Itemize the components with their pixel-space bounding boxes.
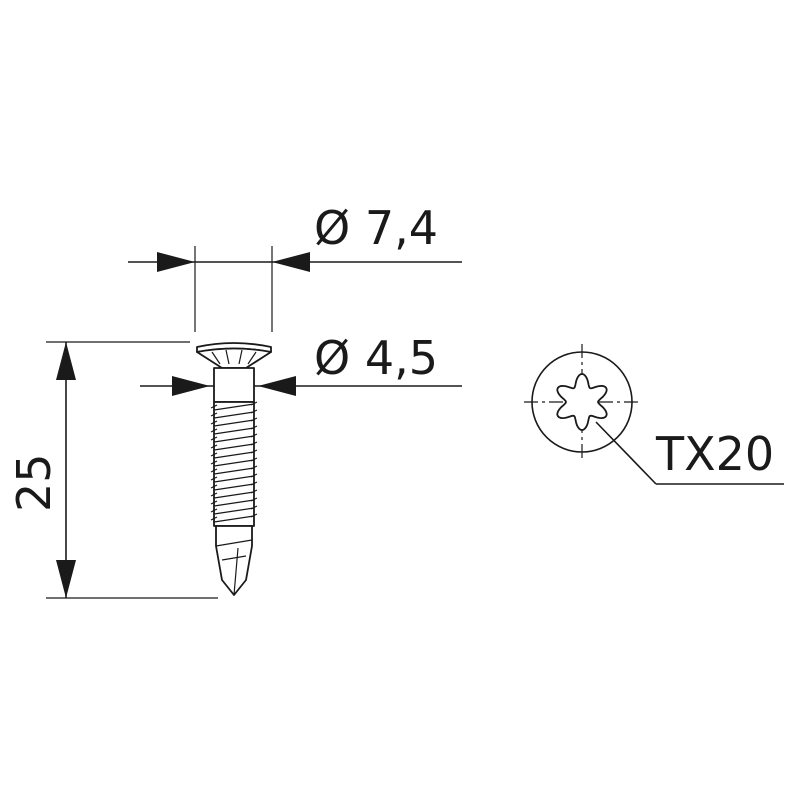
head-rib bbox=[247, 351, 257, 365]
thread-crest bbox=[210, 433, 258, 441]
thread-line bbox=[213, 475, 255, 483]
thread-line bbox=[213, 451, 255, 459]
head-diameter-dimension: Ø 7,4 bbox=[128, 201, 462, 332]
thread-line bbox=[213, 483, 255, 491]
arrow-right bbox=[272, 252, 310, 272]
drill-flute bbox=[221, 555, 247, 561]
screw-threads bbox=[210, 401, 258, 523]
leader-line bbox=[595, 421, 657, 485]
thread-line bbox=[213, 515, 255, 523]
thread-crest bbox=[210, 497, 258, 505]
thread-crest bbox=[210, 505, 258, 513]
screw bbox=[196, 342, 272, 596]
thread-crest bbox=[210, 409, 258, 417]
arrow-top bbox=[56, 342, 76, 380]
thread-line bbox=[213, 507, 255, 515]
shank-diameter-dimension: Ø 4,5 bbox=[140, 331, 462, 396]
drill-flute bbox=[215, 539, 253, 547]
thread-crest bbox=[210, 417, 258, 425]
thread-line bbox=[213, 443, 255, 451]
arrow-left bbox=[172, 376, 210, 396]
torx-drive-recess bbox=[556, 373, 608, 431]
thread-crest bbox=[210, 465, 258, 473]
thread-line bbox=[213, 427, 255, 435]
thread-crest bbox=[210, 425, 258, 433]
thread-line bbox=[213, 403, 255, 411]
thread-crest bbox=[210, 481, 258, 489]
thread-crest bbox=[210, 401, 258, 409]
drive-label: TX20 bbox=[655, 427, 774, 481]
screw-neck bbox=[213, 367, 255, 403]
thread-crest bbox=[210, 513, 258, 521]
head-rib bbox=[238, 349, 243, 365]
thread-line bbox=[213, 435, 255, 443]
arrow-left bbox=[157, 252, 195, 272]
thread-line bbox=[213, 411, 255, 419]
length-label: 25 bbox=[7, 453, 61, 512]
thread-crest bbox=[210, 473, 258, 481]
thread-crest bbox=[210, 457, 258, 465]
thread-crest bbox=[210, 441, 258, 449]
arrow-bottom bbox=[56, 560, 76, 598]
screw-head bbox=[196, 347, 272, 369]
thread-line bbox=[213, 459, 255, 467]
head-diameter-label: Ø 7,4 bbox=[314, 201, 438, 255]
head-rib bbox=[211, 351, 221, 365]
drive-head-view: TX20 bbox=[524, 344, 784, 485]
arrow-right bbox=[258, 376, 296, 396]
length-dimension: 25 bbox=[7, 341, 218, 599]
drill-flute bbox=[233, 547, 239, 596]
thread-crest bbox=[210, 489, 258, 497]
drill-point bbox=[215, 525, 253, 596]
head-rib bbox=[225, 349, 230, 365]
thread-line bbox=[213, 419, 255, 427]
thread-line bbox=[213, 491, 255, 499]
thread-crest bbox=[210, 449, 258, 457]
thread-line bbox=[213, 467, 255, 475]
thread-line bbox=[213, 499, 255, 507]
shank-diameter-label: Ø 4,5 bbox=[314, 331, 438, 385]
